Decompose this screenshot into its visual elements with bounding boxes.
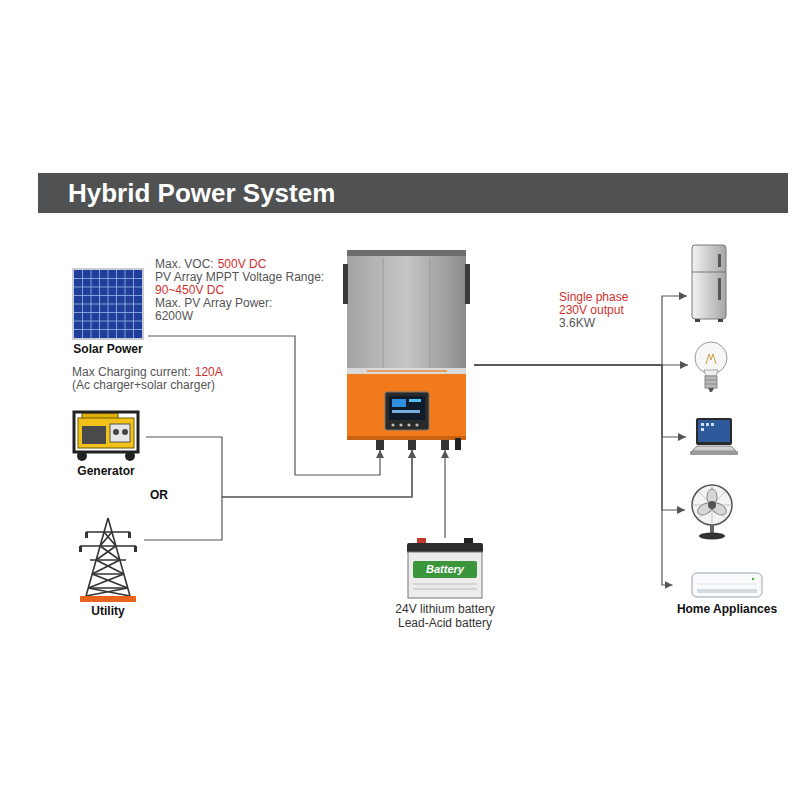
- laptop-picture: [690, 418, 738, 456]
- spec-label: 90~450V DC: [155, 283, 224, 297]
- spec-label: OR: [150, 488, 168, 502]
- solar-node: Solar Power: [68, 268, 148, 358]
- fridge-picture: [691, 244, 727, 322]
- fan-picture-use: [692, 485, 732, 540]
- label-line: 230V output: [559, 304, 624, 317]
- power-connector: [146, 437, 412, 497]
- node-label: Solar Power: [68, 342, 148, 356]
- tower-picture-use: [79, 518, 137, 602]
- appliance-node: [688, 340, 734, 394]
- aircon-picture: [691, 572, 763, 600]
- power-connector: [474, 365, 673, 585]
- label-line: Max. PV Array Power:: [155, 297, 272, 310]
- node-label: Home Appliances: [673, 602, 782, 616]
- fan-picture: [689, 484, 735, 540]
- power-connector: [148, 336, 380, 475]
- aircon-picture-use: [692, 573, 762, 597]
- inverter-picture-use: [343, 250, 470, 450]
- battery-badge: Battery: [379, 562, 511, 576]
- label-line: Max. VOC: 500V DC: [155, 258, 266, 271]
- label-line: PV Array MPPT Voltage Range:: [155, 271, 324, 284]
- spec-label: 230V output: [559, 303, 624, 317]
- spec-label: 120A: [195, 365, 223, 379]
- fridge-picture-use: [692, 245, 726, 322]
- label-line: (Ac charger+solar charger): [72, 379, 215, 392]
- solar-picture-use: [72, 268, 144, 340]
- battery-node: Battery 24V lithium battery Lead-Acid bat…: [379, 538, 511, 632]
- label-line: Single phase: [559, 291, 628, 304]
- label-line: 90~450V DC: [155, 284, 224, 297]
- power-connector: [144, 450, 412, 540]
- spec-label: Max. VOC:: [155, 257, 214, 271]
- spec-label: 500V DC: [218, 257, 267, 271]
- diagram-title: Hybrid Power System: [68, 173, 335, 213]
- generator-node: Generator: [66, 408, 146, 480]
- power-connector: [474, 296, 687, 365]
- spec-label: 3.6KW: [559, 316, 595, 330]
- generator-picture-use: [74, 412, 138, 461]
- appliance-node: [685, 484, 739, 540]
- utility-node: Utility: [72, 516, 144, 620]
- spec-label: Single phase: [559, 290, 628, 304]
- inverter-picture: [343, 250, 470, 450]
- spec-label: (Ac charger+solar charger): [72, 378, 215, 392]
- power-connector: [474, 365, 686, 437]
- label-line: 6200W: [155, 310, 193, 323]
- tower-picture: [76, 516, 140, 602]
- bulb-picture-use: [695, 342, 727, 392]
- power-connector: [444, 450, 445, 538]
- spec-label: PV Array MPPT Voltage Range:: [155, 270, 324, 284]
- appliance-node: [686, 418, 742, 456]
- label-line: Max Charging current: 120A: [72, 366, 223, 379]
- label-line: 3.6KW: [559, 317, 595, 330]
- power-connector: [474, 365, 685, 510]
- inverter-node: [339, 250, 474, 450]
- spec-label: Max. PV Array Power:: [155, 296, 272, 310]
- generator-picture: [70, 408, 142, 462]
- battery-caption: 24V lithium battery Lead-Acid battery: [383, 602, 507, 630]
- bulb-picture: [692, 340, 730, 394]
- node-label: Utility: [72, 604, 144, 618]
- laptop-picture-use: [690, 418, 738, 455]
- spec-label: 6200W: [155, 309, 193, 323]
- label-line: OR: [150, 489, 168, 502]
- spec-label: Max Charging current:: [72, 365, 191, 379]
- appliance-node: [687, 244, 731, 322]
- appliance-node: Home Appliances: [673, 572, 782, 618]
- node-label: Generator: [66, 464, 146, 478]
- solar-picture: [72, 268, 144, 340]
